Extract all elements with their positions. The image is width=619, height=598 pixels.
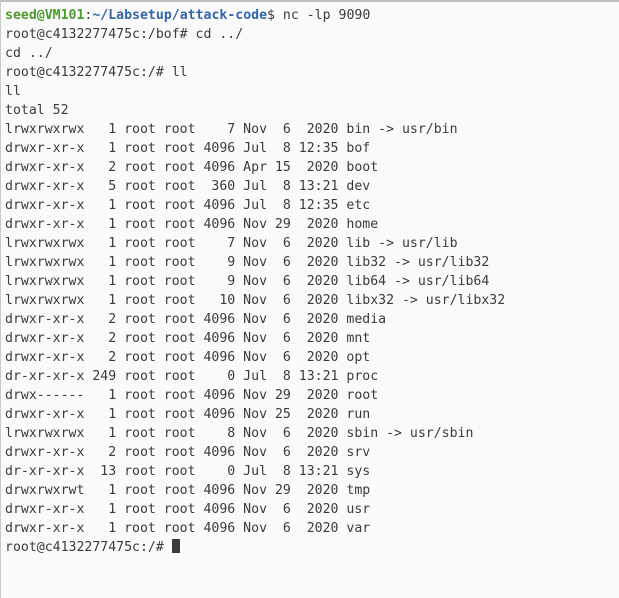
output-text: drwxrwxrwt 1 root root 4096 Nov 29 2020 …	[5, 483, 371, 498]
output-text: drwxr-xr-x 2 root root 4096 Nov 6 2020 o…	[5, 350, 371, 365]
line-25-sys: dr-xr-xr-x 13 root root 0 Jul 8 13:21 sy…	[5, 462, 619, 481]
line-2-cd-command: root@c4132277475c:/bof# cd ../	[5, 25, 619, 44]
output-text: drwxr-xr-x 2 root root 4096 Apr 15 2020 …	[5, 160, 379, 175]
output-text: drwxr-xr-x 1 root root 4096 Nov 29 2020 …	[5, 217, 379, 232]
line-6-total: total 52	[5, 101, 619, 120]
prompt-remote-text: root@c4132277475c:/#	[5, 540, 172, 555]
prompt-path: ~/Labsetup/attack-code	[92, 8, 268, 23]
command-text: nc -lp 9090	[274, 8, 371, 23]
output-text: drwxr-xr-x 5 root root 360 Jul 8 13:21 d…	[5, 179, 371, 194]
output-text: drwxr-xr-x 2 root root 4096 Nov 6 2020 m…	[5, 312, 387, 327]
output-text: drwxr-xr-x 2 root root 4096 Nov 6 2020 s…	[5, 445, 371, 460]
output-text: lrwxrwxrwx 1 root root 7 Nov 6 2020 lib …	[5, 236, 458, 251]
line-1-nc-command: seed@VM101:~/Labsetup/attack-code$ nc -l…	[5, 6, 619, 25]
line-23-sbin: lrwxrwxrwx 1 root root 8 Nov 6 2020 sbin…	[5, 424, 619, 443]
output-text: cd ../	[5, 46, 53, 61]
line-5-ll-echo: ll	[5, 82, 619, 101]
line-24-srv: drwxr-xr-x 2 root root 4096 Nov 6 2020 s…	[5, 443, 619, 462]
line-10-dev: drwxr-xr-x 5 root root 360 Jul 8 13:21 d…	[5, 177, 619, 196]
output-text: dr-xr-xr-x 249 root root 0 Jul 8 13:21 p…	[5, 369, 379, 384]
prompt-remote-text: root@c4132277475c:/# ll	[5, 65, 188, 80]
prompt-colon: :	[84, 8, 93, 23]
output-text: drwxr-xr-x 1 root root 4096 Nov 6 2020 u…	[5, 502, 371, 517]
output-text: drwxr-xr-x 2 root root 4096 Nov 6 2020 m…	[5, 331, 371, 346]
line-22-run: drwxr-xr-x 1 root root 4096 Nov 25 2020 …	[5, 405, 619, 424]
output-text: drwxr-xr-x 1 root root 4096 Jul 8 12:35 …	[5, 141, 371, 156]
output-text: ll	[5, 84, 21, 99]
line-28-var: drwxr-xr-x 1 root root 4096 Nov 6 2020 v…	[5, 519, 619, 538]
output-text: drwxr-xr-x 1 root root 4096 Nov 25 2020 …	[5, 407, 371, 422]
line-14-lib32: lrwxrwxrwx 1 root root 9 Nov 6 2020 lib3…	[5, 253, 619, 272]
line-17-media: drwxr-xr-x 2 root root 4096 Nov 6 2020 m…	[5, 310, 619, 329]
line-8-bof: drwxr-xr-x 1 root root 4096 Jul 8 12:35 …	[5, 139, 619, 158]
line-16-libx32: lrwxrwxrwx 1 root root 10 Nov 6 2020 lib…	[5, 291, 619, 310]
line-20-proc: dr-xr-xr-x 249 root root 0 Jul 8 13:21 p…	[5, 367, 619, 386]
output-text: drwx------ 1 root root 4096 Nov 29 2020 …	[5, 388, 379, 403]
output-text: lrwxrwxrwx 1 root root 9 Nov 6 2020 lib3…	[5, 255, 490, 270]
output-text: dr-xr-xr-x 13 root root 0 Jul 8 13:21 sy…	[5, 464, 371, 479]
line-29-final-prompt: root@c4132277475c:/#	[5, 538, 619, 557]
output-text: lrwxrwxrwx 1 root root 8 Nov 6 2020 sbin…	[5, 426, 474, 441]
line-27-usr: drwxr-xr-x 1 root root 4096 Nov 6 2020 u…	[5, 500, 619, 519]
line-18-mnt: drwxr-xr-x 2 root root 4096 Nov 6 2020 m…	[5, 329, 619, 348]
line-9-boot: drwxr-xr-x 2 root root 4096 Apr 15 2020 …	[5, 158, 619, 177]
line-26-tmp: drwxrwxrwt 1 root root 4096 Nov 29 2020 …	[5, 481, 619, 500]
line-13-lib: lrwxrwxrwx 1 root root 7 Nov 6 2020 lib …	[5, 234, 619, 253]
line-12-home: drwxr-xr-x 1 root root 4096 Nov 29 2020 …	[5, 215, 619, 234]
line-7-bin: lrwxrwxrwx 1 root root 7 Nov 6 2020 bin …	[5, 120, 619, 139]
output-text: total 52	[5, 103, 69, 118]
line-4-ll-command: root@c4132277475c:/# ll	[5, 63, 619, 82]
output-text: lrwxrwxrwx 1 root root 9 Nov 6 2020 lib6…	[5, 274, 490, 289]
prompt-dollar: $	[267, 8, 275, 23]
prompt-user-host: seed@VM101	[5, 8, 85, 23]
line-3-cd-echo: cd ../	[5, 44, 619, 63]
output-text: lrwxrwxrwx 1 root root 10 Nov 6 2020 lib…	[5, 293, 506, 308]
output-text: drwxr-xr-x 1 root root 4096 Nov 6 2020 v…	[5, 521, 371, 536]
terminal-screen[interactable]: seed@VM101:~/Labsetup/attack-code$ nc -l…	[1, 2, 619, 557]
line-21-root: drwx------ 1 root root 4096 Nov 29 2020 …	[5, 386, 619, 405]
line-15-lib64: lrwxrwxrwx 1 root root 9 Nov 6 2020 lib6…	[5, 272, 619, 291]
output-text: drwxr-xr-x 1 root root 4096 Jul 8 12:35 …	[5, 198, 371, 213]
output-text: lrwxrwxrwx 1 root root 7 Nov 6 2020 bin …	[5, 122, 458, 137]
line-19-opt: drwxr-xr-x 2 root root 4096 Nov 6 2020 o…	[5, 348, 619, 367]
line-11-etc: drwxr-xr-x 1 root root 4096 Jul 8 12:35 …	[5, 196, 619, 215]
prompt-remote-text: root@c4132277475c:/bof# cd ../	[5, 27, 244, 42]
text-cursor	[171, 539, 180, 553]
